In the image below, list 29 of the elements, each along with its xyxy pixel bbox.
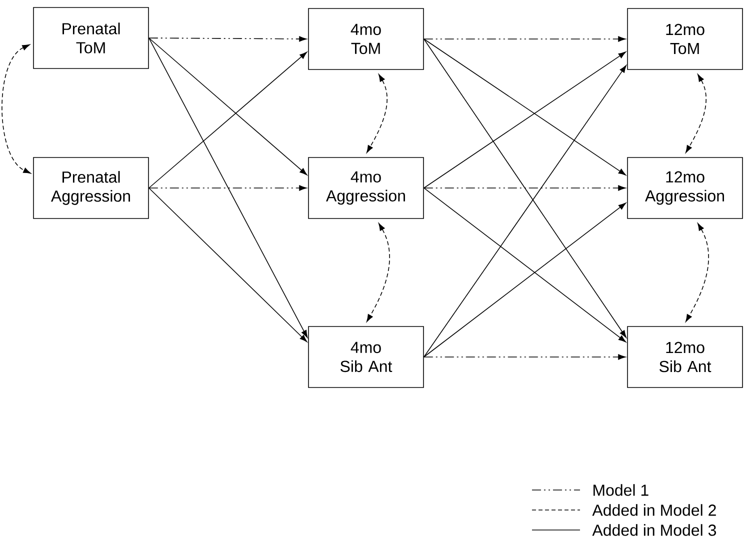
variable-box: 12mo Aggression (627, 157, 743, 219)
legend-text: Model 1 (594, 484, 648, 496)
curved-arrow (366, 74, 388, 153)
variable-box: Prenatal ToM (33, 7, 149, 69)
variable-box: 12mo Sib Ant (627, 326, 743, 388)
path-arrow (148, 52, 308, 188)
path-arrow (424, 36, 626, 42)
curved-arrow (2, 44, 31, 174)
variable-box: 12mo ToM (627, 8, 743, 70)
path-arrow (424, 188, 626, 342)
path-arrow (148, 185, 307, 191)
curved-arrow (686, 223, 709, 322)
path-arrow (424, 354, 626, 360)
curved-arrow (366, 223, 390, 322)
path-arrow (148, 36, 307, 42)
path-arrow (424, 202, 626, 358)
variable-box: 4mo ToM (308, 8, 424, 70)
path-arrow (424, 38, 626, 176)
legend-text: Added in Model 2 (592, 504, 716, 516)
curved-arrow (686, 74, 706, 153)
legend-text: Added in Model 3 (592, 524, 716, 536)
path-arrow (148, 38, 308, 338)
variable-box: 4mo Aggression (308, 157, 424, 219)
path-arrow (148, 188, 308, 342)
variable-box: 4mo Sib Ant (308, 326, 424, 388)
path-arrow (148, 38, 308, 176)
path-arrow (424, 185, 626, 191)
path-arrow (424, 52, 626, 188)
variable-box: Prenatal Aggression (33, 157, 149, 219)
